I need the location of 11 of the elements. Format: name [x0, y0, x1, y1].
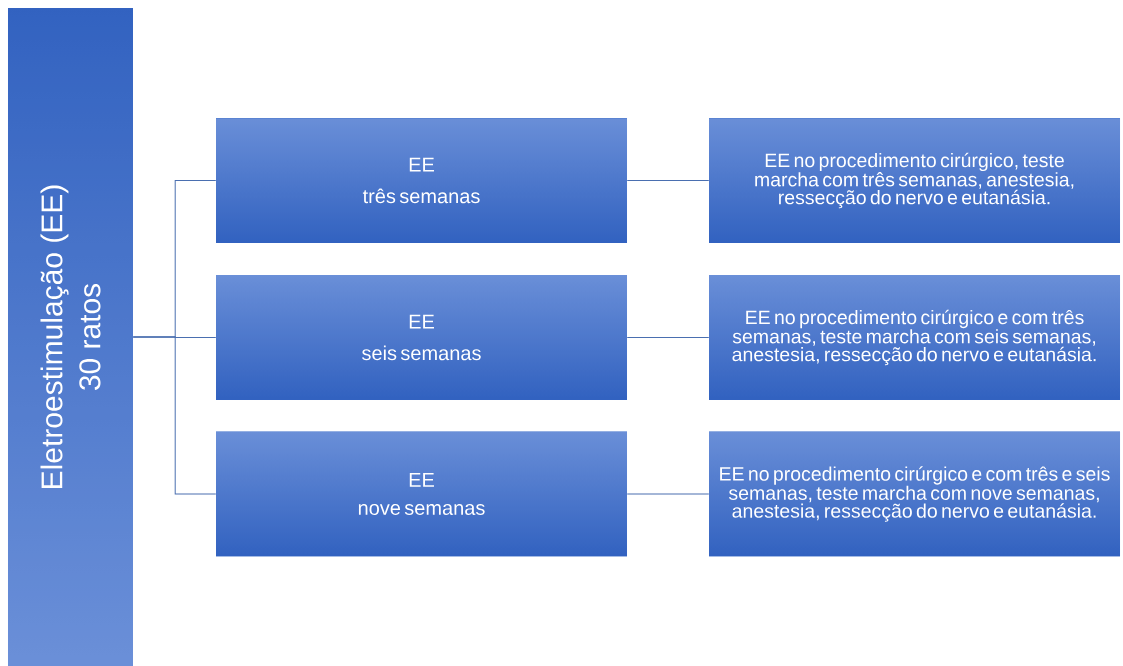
group-box: EE três semanas	[216, 118, 627, 243]
group-bar: Eletroestimulação (EE) 30 ratos	[8, 8, 133, 666]
description-box: EE no procedimento cirúrgico e com três e seis semanas, teste marcha com nove semanas, anestesia, ressecção do nervo e eutanásia.	[709, 431, 1120, 557]
connector-line	[626, 493, 710, 495]
connector-line	[626, 180, 710, 181]
group-box: EE seis semanas	[216, 275, 627, 400]
tree-connector	[132, 336, 217, 495]
group-box: EE nove semanas	[216, 431, 627, 557]
description-box: EE no procedimento cirúrgico e com três semanas, teste marcha com seis semanas, anestesia, ressecção do nervo e eutanásia.	[709, 275, 1120, 400]
connector-line	[626, 337, 710, 338]
description-box: EE no procedimento cirúrgico, teste marcha com três semanas, anestesia, ressecção do nervo e eutanásia.	[709, 118, 1120, 243]
